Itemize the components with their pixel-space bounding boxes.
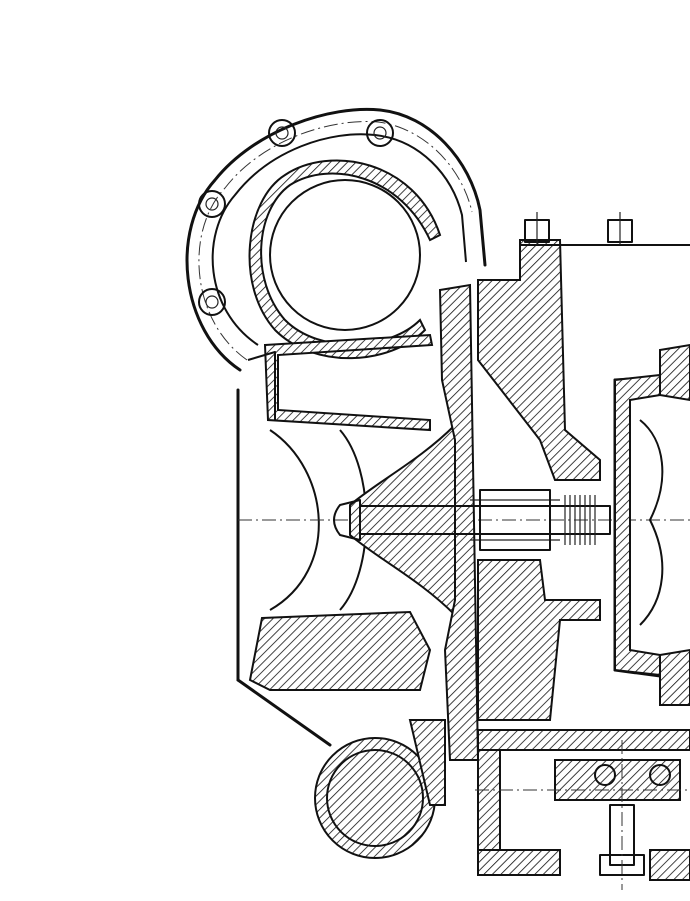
volute-flange	[185, 107, 487, 372]
flange-bolt	[198, 288, 226, 316]
turbine-wheel	[613, 343, 690, 706]
diffuser-wall	[438, 283, 480, 761]
center-line	[475, 740, 690, 890]
lower-volute-scroll	[236, 610, 446, 859]
flange-bolt	[198, 190, 226, 218]
upper-passage	[236, 333, 434, 682]
flange-bolt	[268, 119, 296, 147]
bearing-housing	[477, 239, 690, 751]
housing-bolt	[607, 212, 633, 245]
shaft	[359, 489, 611, 551]
upper-volute-scroll	[248, 159, 442, 360]
housing-bolt	[524, 212, 550, 245]
mounting-foot	[477, 749, 690, 881]
flange-bolt	[366, 119, 394, 147]
